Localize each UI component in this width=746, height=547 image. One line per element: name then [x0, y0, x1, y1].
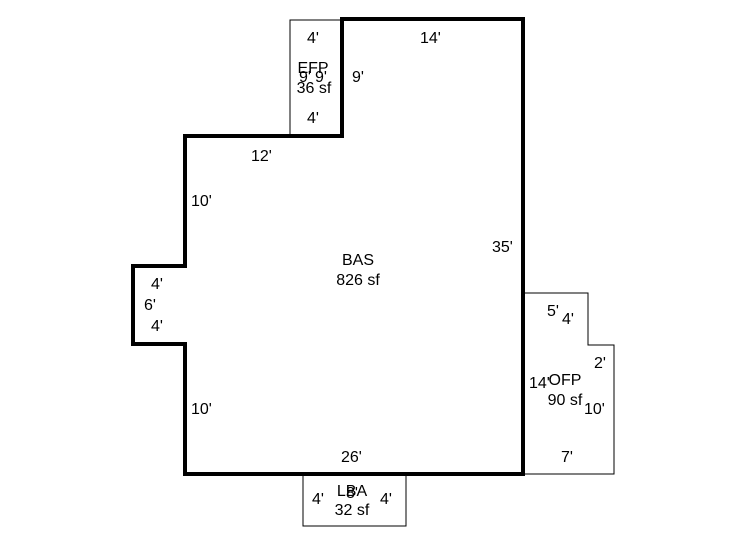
efp-code-label: EFP: [297, 60, 328, 77]
bas-outline: [131, 17, 525, 476]
bump-top-dimension: 4': [151, 276, 163, 293]
efp-size-label: 36 sf: [297, 80, 332, 97]
efp-bottom-dimension: 4': [307, 110, 319, 127]
lba-code-label: LBA: [337, 483, 368, 500]
bas-code-label: BAS: [342, 252, 374, 269]
ofp-step-dimension: 4': [562, 311, 574, 328]
bump-side-dimension: 6': [144, 297, 156, 314]
lba-outline: [302, 474, 407, 527]
ofp-bottom-dimension: 7': [561, 449, 573, 466]
ofp-right-dimension: 10': [584, 401, 605, 418]
efp-inner-dimension: 9': [315, 69, 327, 86]
bas-right-dimension: 35': [492, 239, 513, 256]
efp-top-dimension: 4': [307, 30, 319, 47]
bas-size-label: 826 sf: [336, 272, 380, 289]
efp-right-dimension: 9': [352, 69, 364, 86]
bump-bottom-dimension: 4': [151, 318, 163, 335]
ofp-code-label: OFP: [549, 372, 582, 389]
bas-bottom-dimension: 26': [341, 449, 362, 466]
bas-top-dimension: 14': [420, 30, 441, 47]
lba-left-dimension: 4': [312, 491, 324, 508]
bas-upper-step-dimension: 12': [251, 148, 272, 165]
ofp-left-dimension: 14': [529, 375, 550, 392]
ofp-size-label: 90 sf: [548, 392, 583, 409]
ofp-step-side-dimension: 2': [594, 355, 606, 372]
bas-left-lower-dimension: 10': [191, 401, 212, 418]
ofp-top-dimension: 5': [547, 303, 559, 320]
ofp-outline: [523, 292, 615, 475]
lba-size-label: 32 sf: [335, 502, 370, 519]
lba-mid-dimension: 8': [346, 485, 358, 502]
bas-left-upper-dimension: 10': [191, 193, 212, 210]
efp-left-dimension: 9': [299, 69, 311, 86]
lba-right-dimension: 4': [380, 491, 392, 508]
